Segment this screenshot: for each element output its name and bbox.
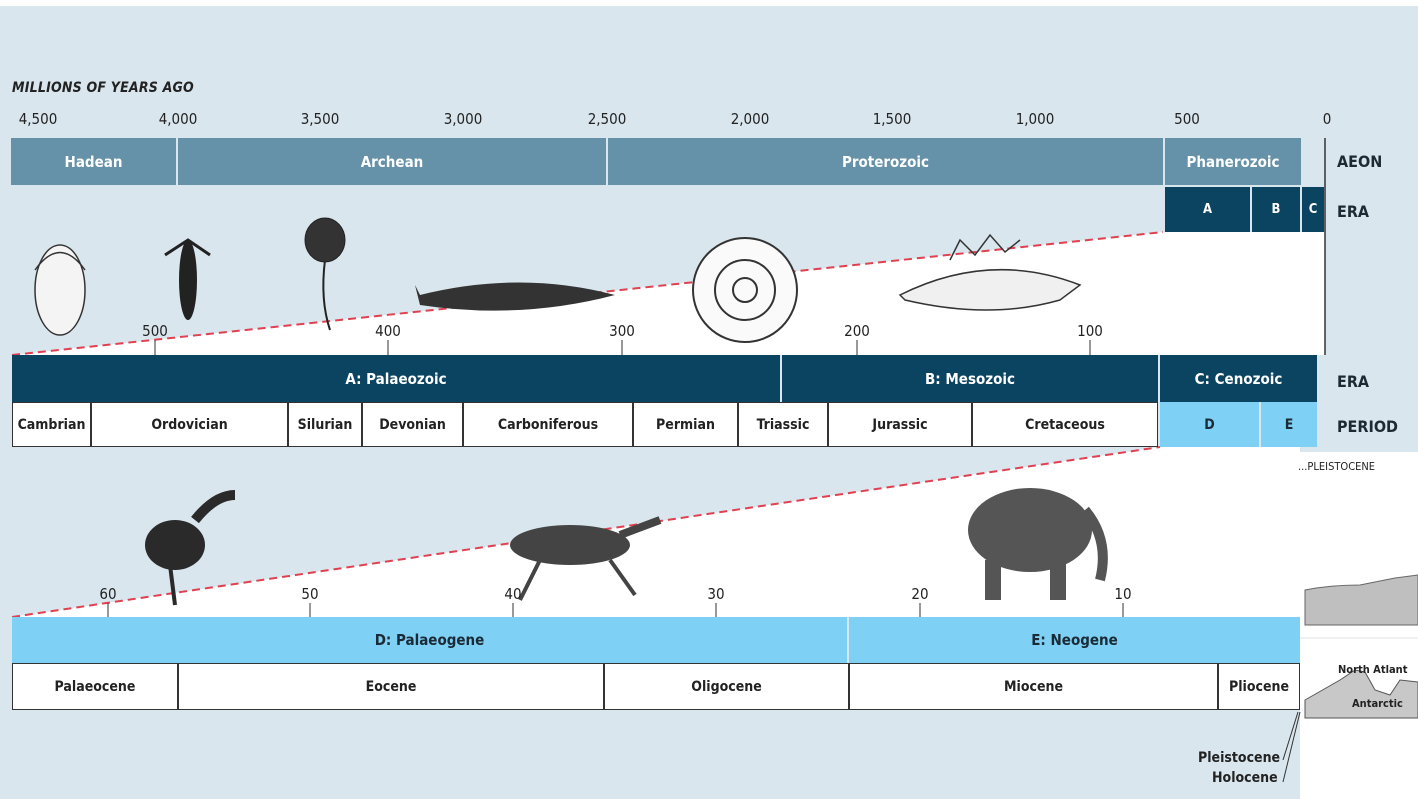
era-palaeozoic: A: Palaeozoic	[12, 355, 780, 402]
period-carboniferous: Carboniferous	[463, 402, 633, 447]
pleistocene-panel-title: ...PLEISTOCENE	[1298, 460, 1375, 473]
tick-label: 50	[301, 585, 318, 603]
crinoid-illustration	[305, 218, 345, 330]
tick-label: 10	[1114, 585, 1131, 603]
subera-neogene: E: Neogene	[849, 617, 1300, 663]
period-jurassic: Jurassic	[828, 402, 972, 447]
period-ordovician: Ordovician	[91, 402, 288, 447]
ammonite-illustration	[693, 238, 797, 342]
period-triassic: Triassic	[738, 402, 828, 447]
era-cenozoic: C: Cenozoic	[1160, 355, 1317, 402]
period-permian: Permian	[633, 402, 738, 447]
sea-scorpion-illustration	[165, 240, 210, 320]
epoch-pliocene: Pliocene	[1218, 663, 1300, 710]
period-d: D	[1160, 402, 1259, 447]
tick-label: 100	[1077, 322, 1103, 340]
tick-label: 300	[609, 322, 635, 340]
antarctic-label: Antarctic	[1352, 697, 1403, 710]
holocene-label: Holocene	[1212, 770, 1278, 786]
trilobite-illustration	[35, 245, 85, 335]
tick-label: 30	[707, 585, 724, 603]
subera-palaeogene: D: Palaeogene	[12, 617, 847, 663]
period-silurian: Silurian	[288, 402, 362, 447]
tick-label: 200	[844, 322, 870, 340]
north-atlantic-label: North Atlant	[1338, 663, 1407, 676]
tick-label: 400	[375, 322, 401, 340]
tick-label: 20	[911, 585, 928, 603]
epoch-miocene: Miocene	[849, 663, 1218, 710]
era-mesozoic: B: Mesozoic	[782, 355, 1158, 402]
epoch-palaeocene: Palaeocene	[12, 663, 178, 710]
tick-label: 60	[99, 585, 116, 603]
epoch-eocene: Eocene	[178, 663, 604, 710]
period-devonian: Devonian	[362, 402, 463, 447]
tick-label: 500	[142, 322, 168, 340]
period-cretaceous: Cretaceous	[972, 402, 1158, 447]
period-e: E	[1261, 402, 1317, 447]
tick-label: 40	[504, 585, 521, 603]
period-cambrian: Cambrian	[12, 402, 91, 447]
pleistocene-label: Pleistocene	[1198, 750, 1280, 766]
epoch-oligocene: Oligocene	[604, 663, 849, 710]
